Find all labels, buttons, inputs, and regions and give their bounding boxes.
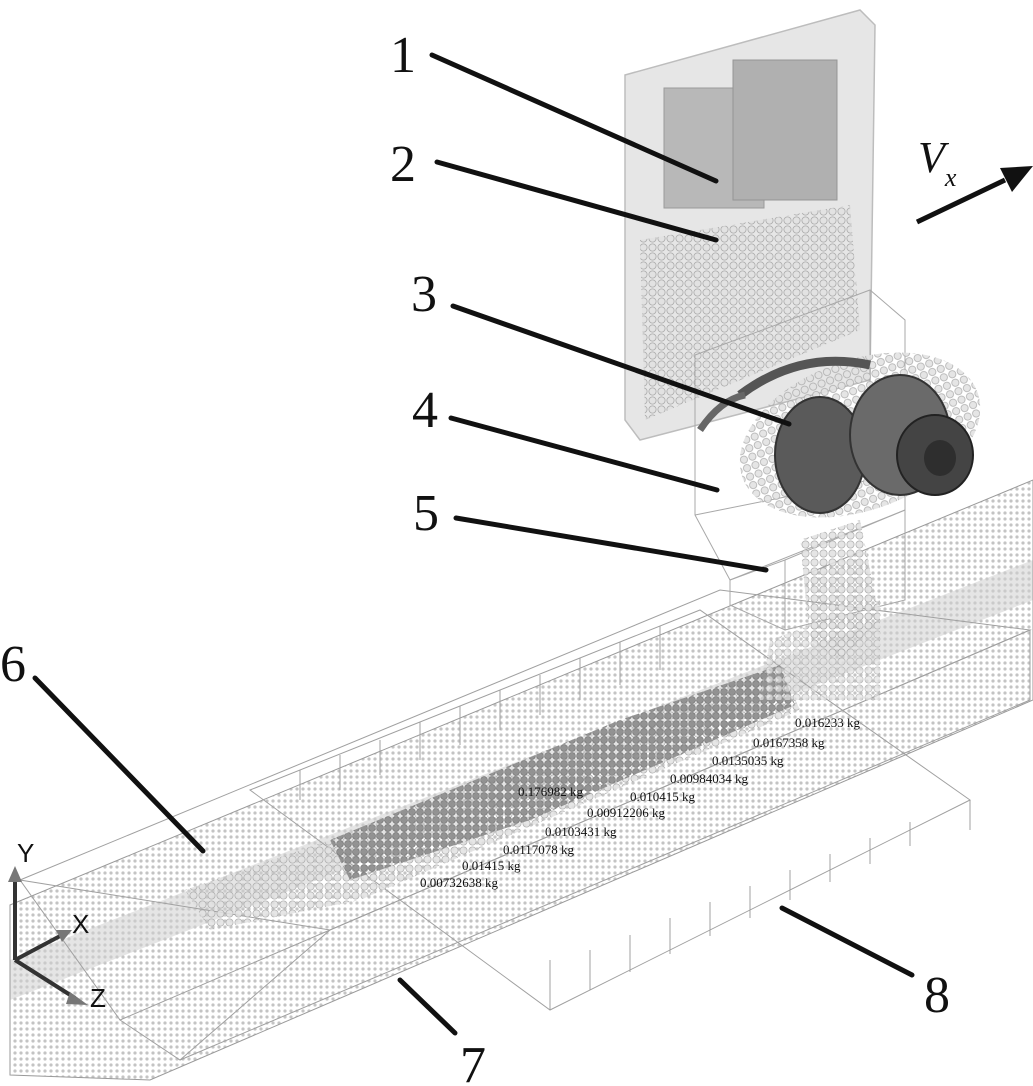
axis-x-label: X [72, 909, 89, 939]
mass-label-8: 0.0103431 kg [545, 824, 617, 839]
grain-on-belt [185, 665, 800, 930]
velocity-label: Vx [918, 133, 957, 192]
leader-line-5 [453, 515, 769, 573]
mass-label-1: 0.016233 kg [795, 715, 861, 730]
velocity-symbol: V [918, 133, 950, 182]
mass-label-11: 0.00732638 kg [420, 875, 499, 890]
leader-line-7 [397, 977, 458, 1036]
leader-line-8 [779, 905, 915, 978]
axis-z-label: Z [90, 983, 106, 1013]
mass-label-5: 0.176982 kg [518, 784, 584, 799]
mass-label-9: 0.0117078 kg [503, 842, 575, 857]
mass-label-4: 0.00984034 kg [670, 771, 749, 786]
coordinate-axes: Y X Z [8, 838, 106, 1013]
callout-numbers: 1 2 3 4 5 6 7 8 [0, 27, 950, 1086]
callout-8: 8 [924, 967, 950, 1024]
leader-line-2 [434, 159, 719, 243]
mass-label-6: 0.010415 kg [630, 789, 696, 804]
metering-roller [697, 352, 981, 518]
mass-label-2: 0.0167358 kg [753, 735, 825, 750]
callout-4: 4 [412, 382, 438, 439]
leader-line-1 [429, 52, 719, 184]
velocity-arrow: Vx [915, 133, 1033, 225]
axis-y-label: Y [17, 838, 34, 868]
callout-5: 5 [413, 485, 439, 542]
falling-grain [760, 520, 880, 700]
mass-labels: 0.016233 kg 0.0167358 kg 0.0135035 kg 0.… [420, 715, 861, 890]
callout-2: 2 [390, 136, 416, 193]
leader-lines [32, 52, 915, 1036]
callout-3: 3 [411, 266, 437, 323]
leader-line-3 [450, 303, 792, 427]
callout-6: 6 [0, 636, 26, 693]
mass-label-3: 0.0135035 kg [712, 753, 784, 768]
callout-1: 1 [390, 27, 416, 84]
mass-label-7: 0.00912206 kg [587, 805, 666, 820]
callout-7: 7 [460, 1037, 486, 1086]
mass-label-10: 0.01415 kg [462, 858, 521, 873]
leader-line-6 [32, 675, 206, 854]
leader-line-4 [448, 415, 720, 493]
velocity-subscript: x [944, 163, 957, 192]
